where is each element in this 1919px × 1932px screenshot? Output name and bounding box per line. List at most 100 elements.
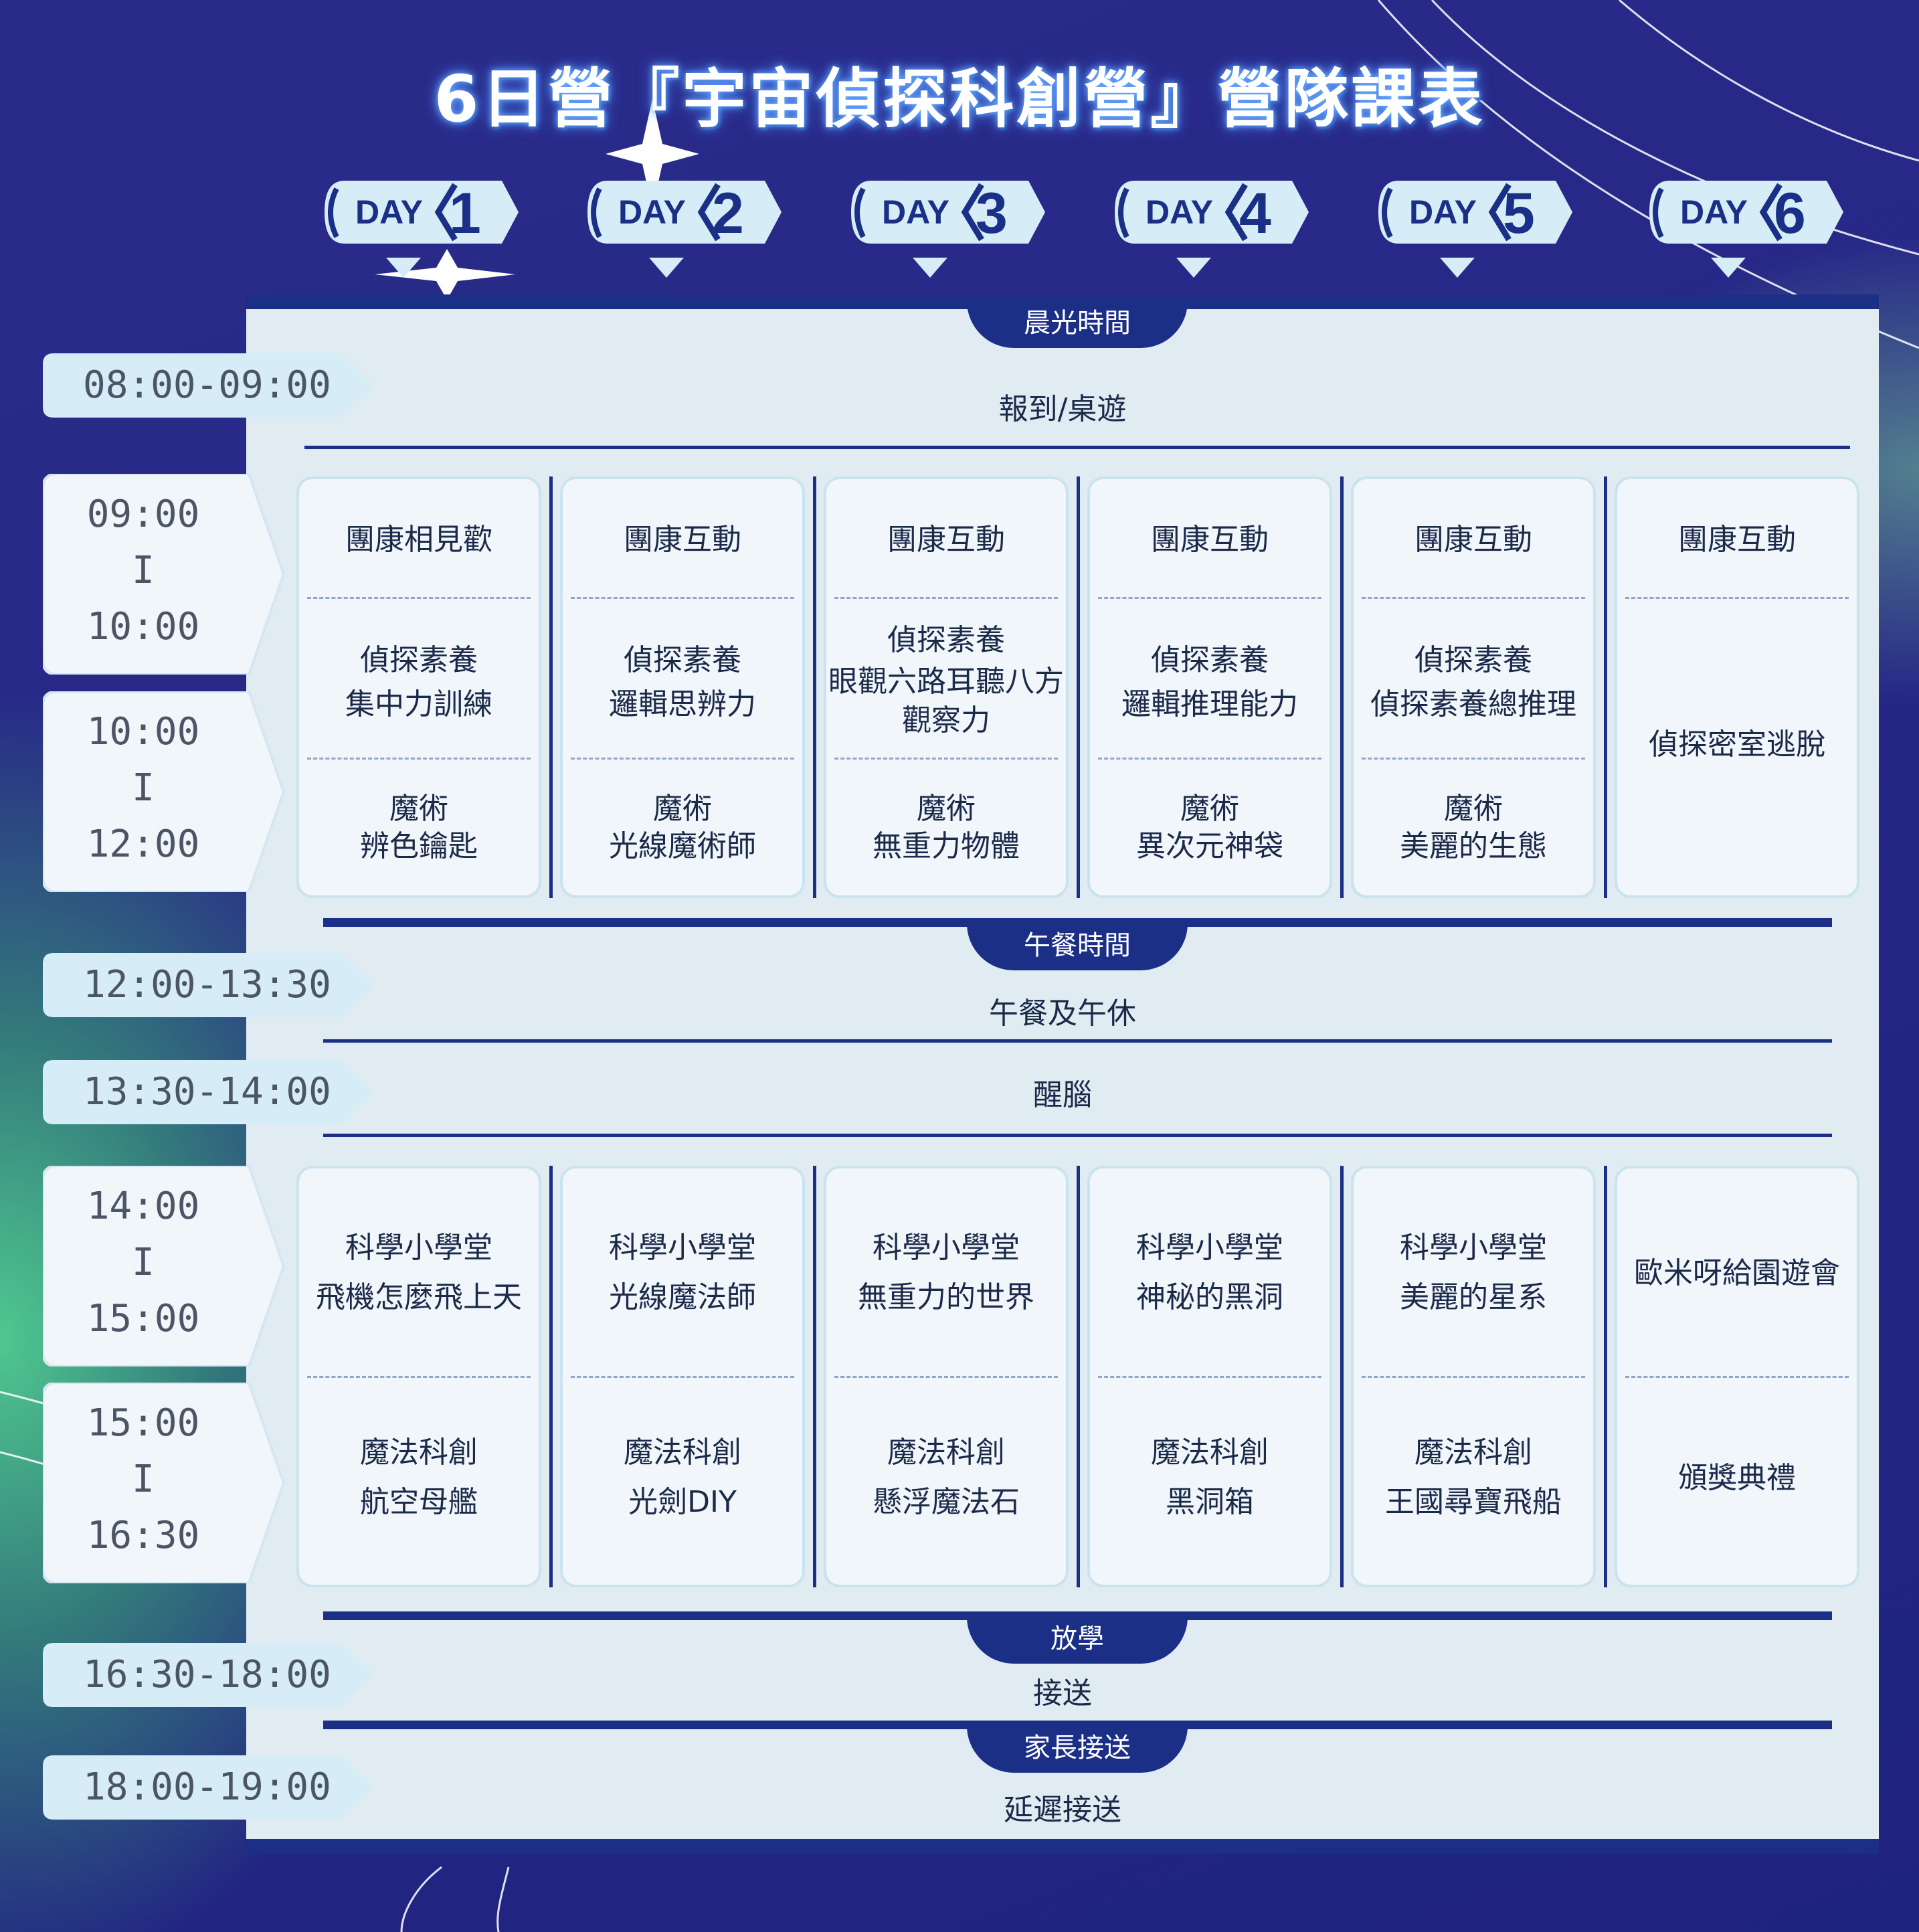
column-separator — [1340, 476, 1344, 898]
morning-card-day4: 團康互動偵探素養邏輯推理能力魔術異次元神袋 — [1087, 476, 1332, 898]
science-class-title: 科學小學堂 — [345, 1231, 492, 1265]
activity-magic-topic: 美麗的生態 — [1400, 829, 1547, 863]
time-dismiss: 16:30-18:00 — [43, 1643, 374, 1707]
activity-detective-title: 偵探素養 — [887, 623, 1005, 657]
chevron-down-icon — [386, 258, 421, 278]
time-value: 16:30 — [86, 1514, 200, 1557]
science-class-title: 科學小學堂 — [1400, 1231, 1547, 1265]
maker-class-title: 魔法科創 — [887, 1435, 1005, 1470]
dashed-divider — [571, 1376, 794, 1378]
maker-class-topic: 光劍DIY — [628, 1485, 737, 1519]
chevron-down-icon — [913, 258, 947, 278]
maker-class-title: 魔法科創 — [624, 1435, 741, 1470]
divider — [323, 918, 1832, 927]
science-class-topic: 無重力的世界 — [858, 1280, 1034, 1314]
caption-lunch: 午餐時間 — [967, 924, 1188, 970]
column-separator — [1077, 1166, 1080, 1587]
column-separator — [813, 1166, 816, 1587]
activity-detective-topic: 邏輯思辨力 — [609, 687, 756, 721]
activity-warmup: 團康互動 — [1414, 523, 1532, 557]
activity-magic-topic: 辨色鑰匙 — [360, 829, 478, 863]
activity-detective-title: 偵探素養 — [360, 643, 478, 677]
caption-pickup: 家長接送 — [967, 1726, 1188, 1773]
dashed-divider — [571, 597, 794, 599]
science-class-title: 科學小學堂 — [873, 1231, 1020, 1265]
time-late: 18:00-19:00 — [43, 1755, 374, 1820]
morning-card-day5: 團康互動偵探素養偵探素養總推理魔術美麗的生態 — [1351, 476, 1596, 898]
time-value: 14:00 — [86, 1184, 200, 1228]
activity-warmup: 團康互動 — [624, 523, 741, 557]
dashed-divider — [834, 1376, 1058, 1378]
time-value: 09:00 — [86, 493, 200, 536]
divider — [323, 1134, 1832, 1137]
day-label: DAY — [1146, 193, 1213, 231]
column-separator — [1340, 1166, 1344, 1587]
time-range-bar: I — [132, 1241, 155, 1284]
morning-card-day6: 團康互動偵探密室逃脫 — [1615, 476, 1859, 898]
activity-detective-title: 偵探素養 — [1414, 643, 1532, 677]
dashed-divider — [307, 758, 531, 760]
afternoon-card-day3: 科學小學堂無重力的世界魔法科創懸浮魔法石 — [824, 1166, 1069, 1587]
activity-detective-title: 偵探素養 — [1151, 643, 1269, 677]
activity-warmup: 團康互動 — [1678, 523, 1796, 557]
divider — [304, 446, 1850, 449]
afternoon-card-day4: 科學小學堂神秘的黑洞魔法科創黑洞箱 — [1087, 1166, 1332, 1587]
science-class-title: 科學小學堂 — [609, 1231, 756, 1265]
day-number: 3 — [976, 181, 1008, 246]
divider — [323, 1611, 1832, 1620]
row-checkin: 報到/桌遊 — [998, 392, 1127, 426]
chevron-down-icon — [1176, 258, 1211, 278]
row-wake: 醒腦 — [1033, 1078, 1092, 1112]
activity-warmup: 團康互動 — [1151, 523, 1269, 557]
day-label: DAY — [1680, 193, 1748, 231]
activity-detective-title: 偵探素養 — [624, 643, 741, 677]
afternoon-card-day2: 科學小學堂光線魔法師魔法科創光劍DIY — [560, 1166, 805, 1587]
activity-escape-room: 偵探密室逃脫 — [1649, 727, 1825, 762]
caption-morning: 晨光時間 — [967, 301, 1188, 348]
morning-card-day1: 團康相見歡偵探素養集中力訓練魔術辨色鑰匙 — [296, 476, 541, 898]
caption-dismiss: 放學 — [967, 1617, 1188, 1664]
sparkle-icon — [375, 249, 515, 300]
activity-magic-title: 魔術 — [1444, 792, 1503, 826]
time-range-bar: I — [132, 766, 155, 810]
chevron-down-icon — [649, 258, 684, 278]
activity-fair: 歐米呀給園遊會 — [1634, 1256, 1840, 1290]
activity-magic-title: 魔術 — [653, 792, 712, 826]
activity-detective-subtopic: 觀察力 — [902, 703, 990, 737]
row-dismiss: 接送 — [1033, 1676, 1092, 1710]
row-lunch: 午餐及午休 — [989, 996, 1136, 1031]
dashed-divider — [1098, 597, 1321, 599]
maker-class-topic: 黑洞箱 — [1166, 1485, 1254, 1519]
divider — [323, 1039, 1832, 1043]
day-number: 1 — [449, 181, 481, 246]
dashed-divider — [1362, 597, 1585, 599]
activity-magic-topic: 無重力物體 — [873, 829, 1020, 863]
activity-detective-topic: 集中力訓練 — [345, 687, 492, 721]
row-late: 延遲接送 — [1004, 1793, 1121, 1827]
science-class-topic: 美麗的星系 — [1400, 1280, 1547, 1314]
maker-class-topic: 王國尋寶飛船 — [1385, 1485, 1562, 1519]
time-lunch: 12:00-13:30 — [43, 953, 374, 1017]
activity-magic-topic: 光線魔術師 — [609, 829, 756, 863]
activity-warmup: 團康互動 — [887, 523, 1005, 557]
dashed-divider — [1362, 758, 1585, 760]
chevron-down-icon — [1440, 258, 1475, 278]
day-number: 5 — [1503, 181, 1535, 246]
afternoon-card-day1: 科學小學堂飛機怎麼飛上天魔法科創航空母艦 — [296, 1166, 541, 1587]
activity-magic-title: 魔術 — [1180, 792, 1239, 826]
dashed-divider — [1625, 1376, 1849, 1378]
column-separator — [549, 1166, 553, 1587]
morning-card-day3: 團康互動偵探素養眼觀六路耳聽八方觀察力魔術無重力物體 — [824, 476, 1069, 898]
activity-detective-topic: 偵探素養總推理 — [1370, 687, 1576, 721]
maker-class-topic: 懸浮魔法石 — [873, 1485, 1020, 1519]
dashed-divider — [1625, 597, 1849, 599]
dashed-divider — [307, 597, 531, 599]
